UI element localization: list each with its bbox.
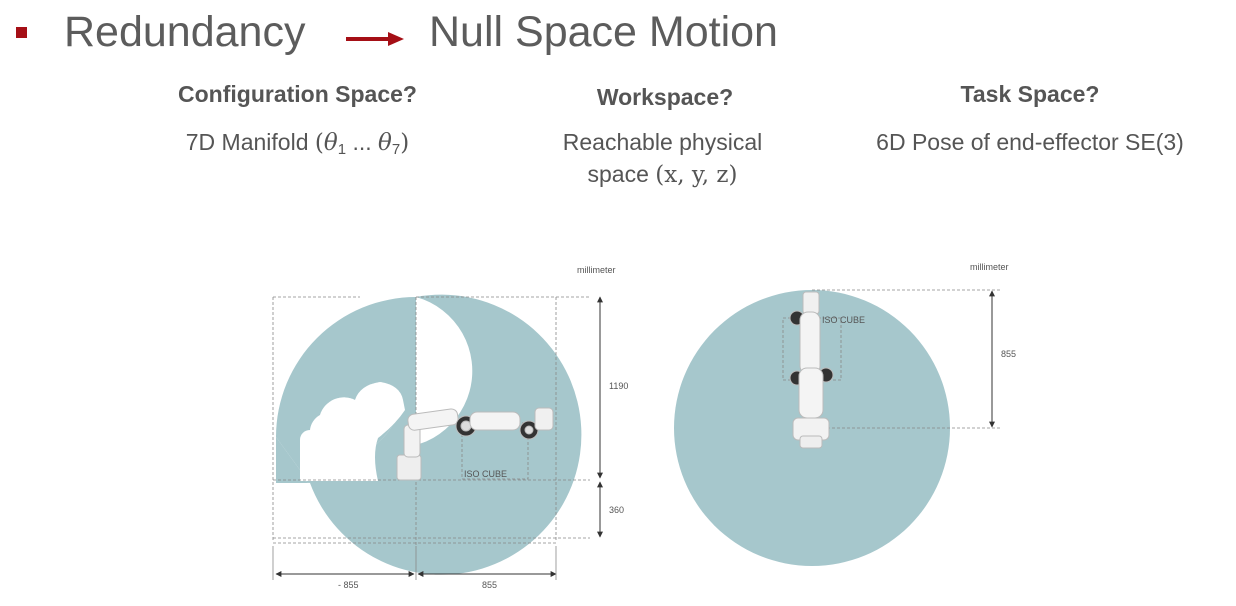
- title-null-space-motion: Null Space Motion: [429, 8, 778, 56]
- top-view-diagram: ISO CUBE millimeter 855: [674, 262, 1016, 566]
- task-space-heading: Task Space?: [960, 81, 1100, 107]
- side-unit-label: millimeter: [577, 265, 616, 275]
- side-view-diagram: ISO CUBE millimeter 1190 360 - 855 855: [272, 265, 628, 590]
- right-arrow-icon: [346, 32, 404, 46]
- theta-last-index: 7: [391, 141, 401, 158]
- configuration-space-heading: Configuration Space?: [178, 81, 417, 107]
- top-dim-radius: 855: [1001, 349, 1016, 359]
- workspace-line-2: space: [587, 161, 656, 187]
- title-redundancy: Redundancy: [64, 8, 306, 56]
- workspace-heading: Workspace?: [596, 84, 734, 110]
- workspace-description: Reachable physical space (x, y, z): [520, 126, 805, 191]
- xyz-coordinates: (x, y, z): [655, 162, 738, 188]
- workspace-line-1: Reachable physical: [562, 129, 763, 155]
- side-view-reach-area: [299, 294, 582, 575]
- side-dim-right: 855: [482, 580, 497, 590]
- theta-symbol: θ: [323, 130, 338, 156]
- theta-symbol-last: θ: [378, 130, 392, 156]
- theta-first-index: 1: [337, 141, 347, 158]
- task-space-description: 6D Pose of end-effector SE(3): [876, 129, 1184, 155]
- top-unit-label: millimeter: [970, 262, 1009, 272]
- side-iso-cube-label: ISO CUBE: [464, 469, 507, 479]
- side-dim-left: - 855: [338, 580, 359, 590]
- side-dim-lower: 360: [609, 505, 624, 515]
- top-view-guides: [782, 289, 1000, 429]
- ellipsis: ...: [346, 129, 379, 155]
- robot-arm-side: [396, 407, 554, 481]
- configuration-space-description: 7D Manifold (θ1 ... θ7): [185, 129, 410, 158]
- bullet-marker: [16, 27, 27, 38]
- side-dim-upper: 1190: [609, 381, 628, 391]
- manifold-label: 7D Manifold: [185, 129, 315, 155]
- top-iso-cube-label: ISO CUBE: [822, 315, 865, 325]
- robot-arm-top: [789, 291, 834, 449]
